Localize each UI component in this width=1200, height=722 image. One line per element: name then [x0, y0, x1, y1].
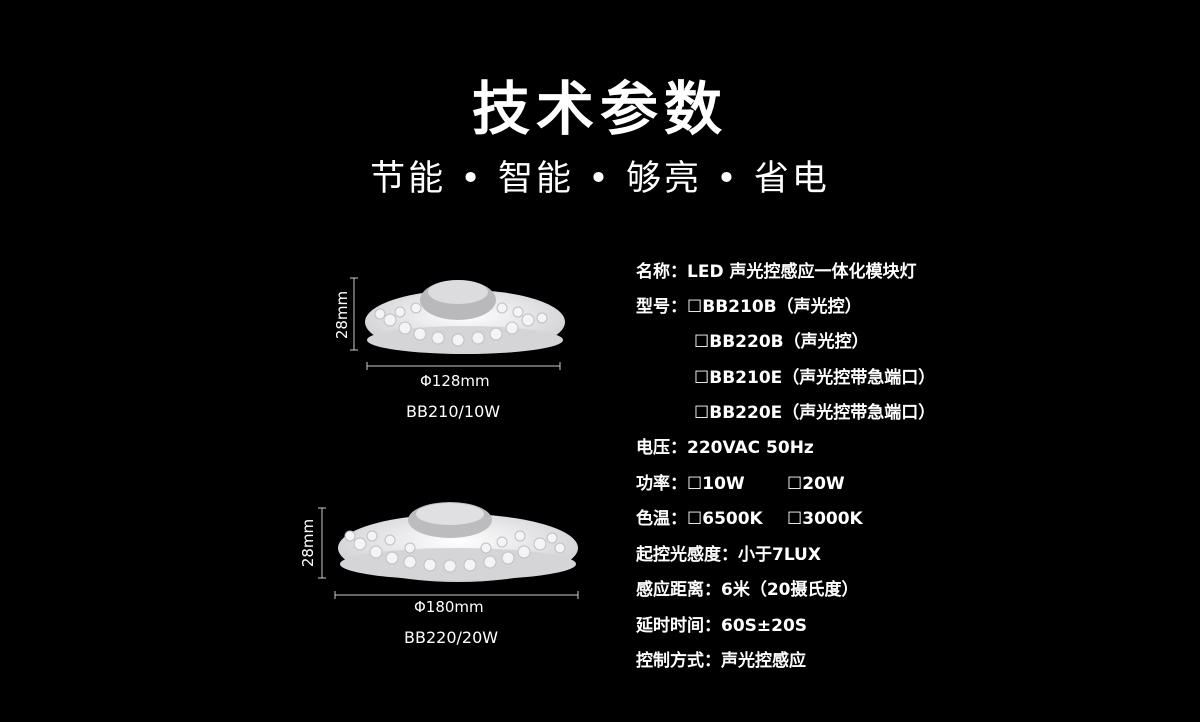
spec-voltage-row: 电压：220VAC 50Hz: [636, 433, 814, 458]
spec-color-temp-row: 色温：☐6500K ☐3000K: [636, 504, 863, 529]
product-bb210: 28mm Φ128mm BB210/10W: [320, 262, 580, 422]
color-temp-option[interactable]: ☐6500K: [687, 509, 763, 529]
lamp-module-small-image: [350, 277, 565, 370]
spec-control-row: 控制方式：声光控感应: [636, 646, 806, 671]
model-option-row: ☐BB220B（声光控）: [694, 327, 869, 352]
spec-value: 220VAC 50Hz: [687, 438, 814, 458]
spec-label: 起控光感度：: [636, 545, 738, 565]
spec-label: 延时时间：: [636, 616, 721, 636]
lamp-module-large-image: [318, 502, 579, 599]
spec-value: LED 声光控感应一体化模块灯: [687, 262, 917, 282]
spec-value: 声光控感应: [721, 651, 806, 671]
spec-name-row: 名称：LED 声光控感应一体化模块灯: [636, 257, 916, 282]
page-subtitle: 节能 • 智能 • 够亮 • 省电: [370, 159, 830, 199]
spec-distance-row: 感应距离：6米（20摄氏度）: [636, 575, 859, 600]
spec-label: 名称：: [636, 262, 687, 282]
power-option[interactable]: ☐20W: [787, 474, 845, 494]
spec-label: 型号：: [636, 297, 687, 317]
model-label: BB220/20W: [404, 628, 499, 647]
model-option[interactable]: ☐BB210B（声光控）: [687, 297, 862, 317]
model-option[interactable]: ☐BB210E（声光控带急端口）: [694, 368, 936, 388]
spec-value: 小于7LUX: [738, 545, 821, 565]
product-bb220: 28mm Φ180mm BB220/20W: [290, 490, 590, 660]
spec-value: 6米（20摄氏度）: [721, 580, 859, 600]
spec-label: 电压：: [636, 438, 687, 458]
model-option[interactable]: ☐BB220B（声光控）: [694, 332, 869, 352]
spec-label: 功率：: [636, 474, 687, 494]
model-option[interactable]: ☐BB220E（声光控带急端口）: [694, 403, 936, 423]
height-label: 28mm: [333, 290, 352, 340]
spec-value: 60S±20S: [721, 616, 808, 636]
power-option[interactable]: ☐10W: [687, 474, 745, 494]
spec-label: 色温：: [636, 509, 687, 529]
spec-delay-row: 延时时间：60S±20S: [636, 611, 807, 636]
spec-label: 控制方式：: [636, 651, 721, 671]
spec-sensitivity-row: 起控光感度：小于7LUX: [636, 540, 821, 565]
height-label: 28mm: [299, 518, 318, 568]
diameter-label: Φ128mm: [420, 372, 490, 390]
diameter-label: Φ180mm: [414, 598, 484, 616]
spec-model-row: 型号：☐BB210B（声光控）: [636, 292, 862, 317]
color-temp-option[interactable]: ☐3000K: [787, 509, 863, 529]
page-title: 技术参数: [471, 75, 728, 143]
model-option-row: ☐BB220E（声光控带急端口）: [694, 398, 935, 423]
spec-label: 感应距离：: [636, 580, 721, 600]
spec-power-row: 功率：☐10W ☐20W: [636, 469, 845, 494]
model-option-row: ☐BB210E（声光控带急端口）: [694, 363, 935, 388]
model-label: BB210/10W: [406, 402, 501, 421]
